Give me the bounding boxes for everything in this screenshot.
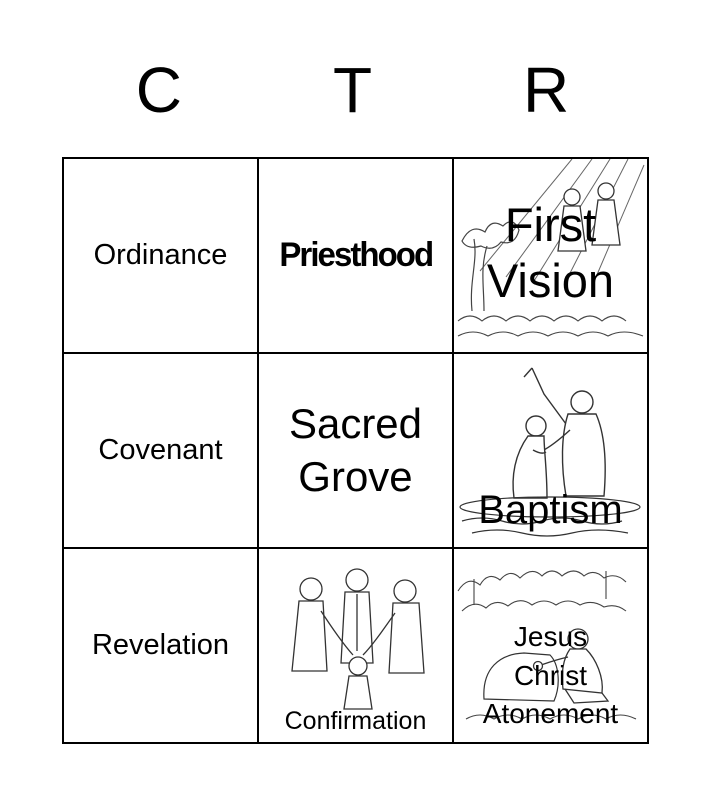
first-vision-line2: Vision bbox=[486, 254, 615, 308]
baptism-illustration bbox=[459, 367, 641, 537]
cell-ordinance[interactable]: Ordinance bbox=[62, 157, 259, 354]
cell-revelation[interactable]: Revelation bbox=[62, 547, 259, 744]
cell-label-revelation: Revelation bbox=[91, 629, 230, 661]
confirmation-illustration bbox=[291, 568, 425, 710]
cell-priesthood[interactable]: Priesthood bbox=[257, 157, 454, 354]
cell-sacred-grove[interactable]: Sacred Grove bbox=[257, 352, 454, 549]
cell-label-first-vision: First Vision bbox=[454, 197, 647, 310]
cell-confirmation[interactable]: Confirmation bbox=[257, 547, 454, 744]
atonement-line1: Jesus bbox=[513, 621, 588, 653]
ctr-header: C T R bbox=[62, 54, 643, 126]
cell-label-atonement: Jesus Christ Atonement bbox=[454, 618, 647, 734]
first-vision-line1: First bbox=[504, 198, 597, 251]
cell-label-baptism: Baptism bbox=[478, 488, 623, 532]
sacred-grove-line1: Sacred bbox=[288, 400, 423, 447]
header-letter-c: C bbox=[135, 54, 182, 126]
cell-baptism[interactable]: Baptism bbox=[452, 352, 649, 549]
grid-row-1: Ordinance Priesthood bbox=[62, 157, 649, 354]
sacred-grove-line2: Grove bbox=[298, 452, 413, 500]
atonement-line3: Atonement bbox=[482, 698, 619, 730]
first-vision-illustration bbox=[457, 159, 645, 337]
gethsemane-illustration bbox=[457, 570, 637, 720]
header-letter-r: R bbox=[523, 54, 570, 126]
cell-label-sacred-grove: Sacred Grove bbox=[289, 398, 422, 503]
grid-row-2: Covenant Sacred Grove bbox=[62, 352, 649, 549]
cell-label-covenant: Covenant bbox=[98, 434, 223, 466]
bingo-grid: Ordinance Priesthood bbox=[62, 157, 649, 744]
atonement-line2: Christ bbox=[513, 659, 588, 691]
cell-label-confirmation: Confirmation bbox=[284, 707, 427, 735]
grid-row-3: Revelation bbox=[62, 547, 649, 744]
header-letter-t: T bbox=[332, 54, 373, 126]
cell-label-priesthood: Priesthood bbox=[279, 236, 434, 274]
cell-atonement[interactable]: Jesus Christ Atonement bbox=[452, 547, 649, 744]
cell-covenant[interactable]: Covenant bbox=[62, 352, 259, 549]
cell-label-ordinance: Ordinance bbox=[93, 239, 228, 271]
cell-first-vision[interactable]: First Vision bbox=[452, 157, 649, 354]
